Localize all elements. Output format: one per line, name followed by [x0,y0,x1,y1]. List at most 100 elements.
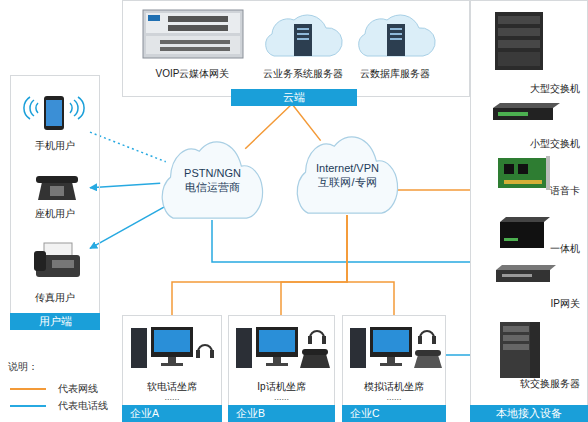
agent-seat: 模拟话机坐席...... [347,320,441,402]
softphone-workstation-icon [210,350,214,358]
desk-phone-icon [36,176,78,200]
user-node: 传真用户 [20,232,90,304]
device-label: 一体机 [550,243,580,255]
fax-machine-icon [44,243,72,257]
agent-seat: 软电话坐席...... [127,320,217,402]
voice-card-icon [546,156,550,190]
gateway-rack-icon [160,40,230,44]
mobile-phone-icon [24,96,84,130]
desk-phone-icon [50,186,64,196]
device-label: 软交换服务器 [520,378,580,390]
softphone-workstation-icon [151,327,193,357]
softswitch-server-icon [503,344,529,350]
mobile-phone-icon [46,100,62,126]
softswitch-server-icon [530,322,540,378]
softphone-workstation-icon [131,328,147,368]
gateway-rack-icon [148,15,160,21]
group-band-label: 企业C [342,405,446,422]
group-band-label: 用户端 [10,313,100,330]
device-node: 云业务系统服务器 [255,10,350,80]
large-switch-icon [495,12,543,70]
local-equipment-box: 本地接入设备大型交换机小型交换机语音卡一体机IP网关软交换服务器 [470,0,588,422]
phone-line [212,220,470,262]
network-cable-line [281,215,347,315]
softswitch-server-icon [503,326,529,332]
softphone-workstation-icon [168,357,176,363]
softphone-workstation-icon [161,363,183,366]
ip-phone-workstation-icon [259,330,295,352]
large-switch-icon [498,28,540,36]
desk-phone-icon [36,176,78,183]
legend-text: 代表电话线 [58,399,108,413]
network-cable-line [347,215,394,315]
gateway-rack-icon [143,10,243,58]
voice-card-icon [504,164,514,174]
cloud-database-icon [390,33,402,35]
device-node: IP网关 [476,265,584,310]
network-cloud: Internet/VPN 互联网/专网 [295,135,400,215]
ip-gateway-icon [496,265,556,282]
cloud-database-icon [387,24,405,56]
network-cloud: PSTN/NGN 电信运营商 [160,140,265,220]
group-band-label: 本地接入设备 [470,405,588,422]
analog-phone-workstation-icon [387,357,395,363]
small-switch-icon [493,103,560,108]
analog-phone-workstation-icon [420,331,434,338]
cloud-server-icon [297,38,309,40]
ellipsis-text: ...... [274,393,289,402]
phone-line [90,204,170,249]
ip-gateway-icon [496,270,550,282]
phone-line [90,132,166,162]
legend-line-sample [8,384,48,394]
device-label: 云业务系统服务器 [263,68,343,80]
device-label: VOIP云媒体网关 [156,68,230,80]
ip-phone-workstation-icon [266,363,288,366]
analog-phone-workstation-icon [414,355,442,368]
mobile-phone-icon [70,97,84,119]
analog-phone-workstation-icon [350,327,442,368]
analog-phone-workstation-icon [373,330,409,352]
gateway-rack-icon [143,10,243,58]
agent-seat: Ip话机坐席...... [233,320,330,402]
large-switch-icon [498,52,540,66]
device-label: 云数据库服务器 [360,68,430,80]
legend-line-sample [8,401,48,411]
device-node: 小型交换机 [476,100,584,150]
cloud-database-icon [390,28,402,30]
seat-label: 模拟话机坐席 [364,381,424,393]
network-cable-line [396,189,470,191]
cloud-server-icon [297,28,309,30]
gateway-rack-icon [160,47,230,51]
phone-line [90,183,160,187]
phone-line [446,354,470,356]
legend-line-sample [10,405,46,407]
cloud-outline [295,135,400,215]
group-band-label: 云端 [231,89,357,106]
ellipsis-text: ...... [164,393,179,402]
ip-gateway-icon [496,265,556,270]
ip-phone-workstation-icon [322,336,326,344]
ip-phone-workstation-icon [256,327,298,357]
device-label: 大型交换机 [530,83,580,95]
cloud-server-icon [294,24,312,56]
connector-group [90,97,470,355]
voice-card-icon [498,158,546,188]
network-cable-line [172,215,347,315]
mobile-phone-icon [24,97,38,119]
softphone-workstation-icon [196,350,200,358]
ip-phone-workstation-icon [302,349,328,355]
ip-gateway-icon [502,274,532,277]
cloud-group-box: 云端VOIP云媒体网关云业务系统服务器云数据库服务器 [122,0,470,97]
cloud-database-icon [359,15,435,56]
analog-phone-workstation-icon [350,328,366,368]
ip-phone-workstation-icon [236,327,330,368]
softphone-workstation-icon [198,345,212,352]
cloud-outline [297,137,397,213]
legend-text: 代表网线 [58,382,98,396]
device-label: 小型交换机 [530,138,580,150]
enterprise-box: 企业BIp话机坐席...... [228,315,335,422]
mobile-phone-icon [44,96,64,130]
softswitch-server-icon [500,322,540,378]
